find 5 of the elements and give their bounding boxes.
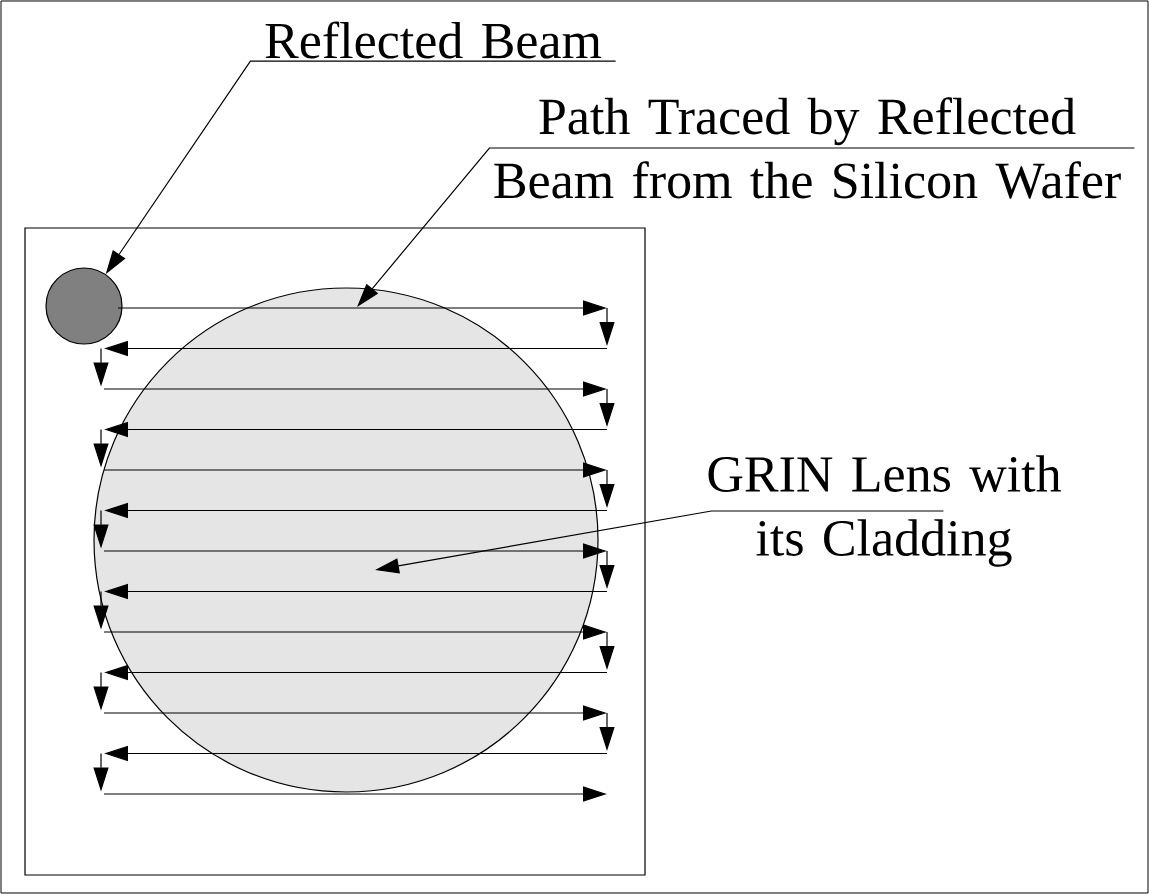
callout-text: Reflected Beam [265,21,602,59]
callout-text: Path Traced by Reflected Beam from the Silicon Wafer [494,97,1121,199]
callout-text: GRIN Lens with its Cladding [708,455,1061,567]
beam-spot [45,267,123,345]
leader-line [357,147,1135,307]
